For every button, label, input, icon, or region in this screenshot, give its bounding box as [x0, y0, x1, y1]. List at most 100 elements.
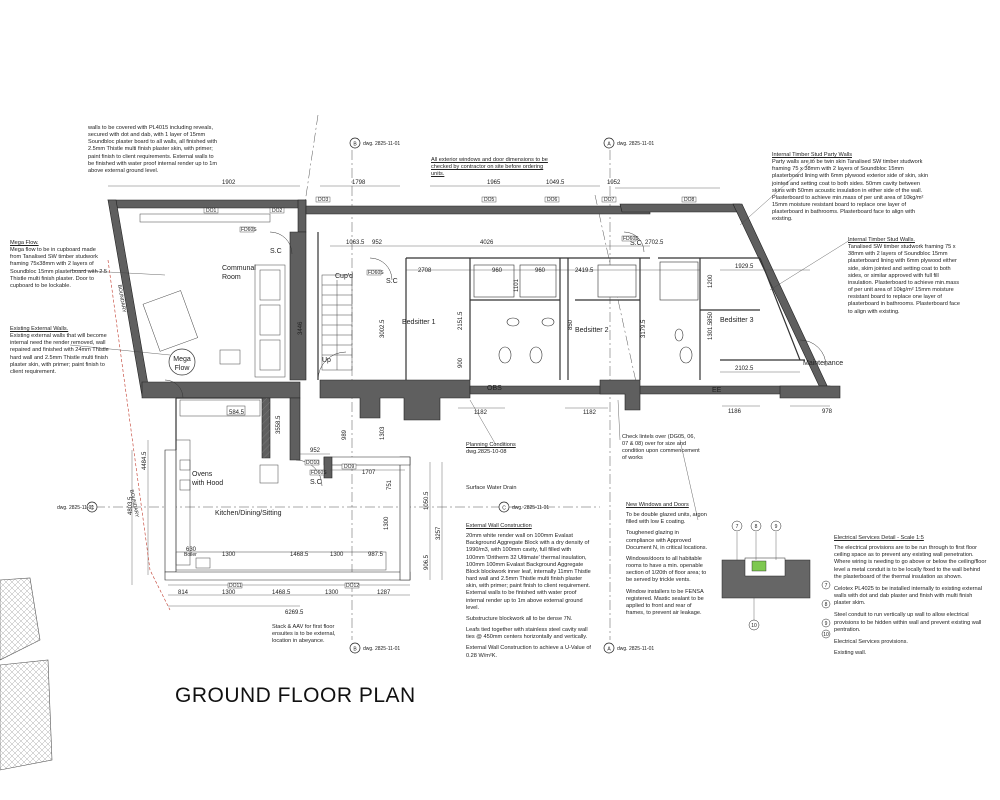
- door-tag-d09: DO9: [344, 464, 355, 470]
- label-cupboard: Cup'd: [335, 273, 353, 280]
- svg-text:1300: 1300: [384, 516, 390, 530]
- megaflow-tank: [168, 348, 196, 376]
- dimension-lines: [108, 185, 830, 607]
- svg-text:dwg. 2825-11-01: dwg. 2825-11-01: [363, 646, 400, 652]
- svg-text:1952: 1952: [607, 180, 621, 186]
- svg-text:9: 9: [825, 621, 828, 627]
- note-new-windows: New Windows and Doors To be double glaze…: [626, 502, 708, 617]
- svg-text:906.5: 906.5: [424, 554, 430, 570]
- note-party-walls-body: Party walls are to be twin skin Tanalise…: [772, 159, 929, 223]
- note-existing-external-heading: Existing External Walls.: [10, 326, 69, 332]
- svg-text:952: 952: [310, 448, 321, 454]
- door-tags: FD60S FD60S FD60S FD60S DO1 DO2 DO3 DO5 …: [203, 196, 697, 589]
- note-new-windows-3: Windows/doors to all habitable rooms to …: [626, 555, 707, 584]
- note-planning: Planning Conditions dwg.2825-10-08: [466, 442, 546, 456]
- door-tag-fd60s-4: FD60S: [311, 470, 327, 476]
- svg-text:1287: 1287: [377, 590, 391, 596]
- label-megaflow-2: Flow: [175, 365, 191, 372]
- note-windows-check: All exterior windows and door dimensions…: [431, 157, 548, 178]
- door-swings: [164, 231, 827, 487]
- electrical-detail: 7 8 9 10 7 8 9 10: [721, 520, 831, 639]
- note-external-wall-body-4: External Wall Construction to achieve a …: [466, 645, 591, 659]
- svg-text:8: 8: [825, 602, 828, 608]
- svg-text:630: 630: [186, 547, 197, 553]
- note-new-windows-4: Window installers to be FENSA registered…: [626, 588, 704, 617]
- svg-text:2151.5: 2151.5: [458, 311, 464, 330]
- room-label-ovens-1: Ovens: [192, 471, 213, 478]
- note-party-walls: Internal Timber Stud Party Walls Party w…: [772, 152, 932, 224]
- svg-text:814: 814: [178, 590, 189, 596]
- svg-text:7: 7: [825, 583, 828, 589]
- svg-text:2419.5: 2419.5: [575, 268, 594, 274]
- note-electrical-heading: Electrical Services Detail - Scale 1:5: [834, 535, 924, 541]
- svg-text:8: 8: [755, 524, 758, 530]
- kitchen-units: [175, 399, 387, 571]
- note-stud-walls: Internal Timber Stud Walls. Tanalised SW…: [848, 237, 960, 316]
- door-tag-d02: DO2: [272, 208, 283, 214]
- svg-text:1182: 1182: [474, 410, 488, 416]
- communal-furniture: [139, 213, 286, 378]
- hatched-zones: [0, 398, 270, 771]
- section-marker-a-bottom: A dwg. 2825-11-01: [603, 642, 654, 654]
- note-external-wall: External Wall Construction 20mm white re…: [466, 523, 591, 660]
- note-stack: Stack & AAV for first floor ensuites is …: [272, 624, 336, 645]
- svg-text:751: 751: [387, 479, 393, 490]
- svg-text:1049.5: 1049.5: [546, 180, 565, 186]
- note-megaflow: Mega Flow. Mega flow to be in cupboard m…: [10, 240, 108, 290]
- room-label-maintenance: Maintenance: [803, 360, 843, 367]
- door-tag-d06: DO6: [547, 197, 558, 203]
- page-title: GROUND FLOOR PLAN: [175, 684, 416, 707]
- svg-text:dwg. 2825-11-01: dwg. 2825-11-01: [363, 141, 400, 147]
- svg-text:3558.5: 3558.5: [276, 415, 282, 434]
- door-tag-d10: DO10: [306, 460, 319, 466]
- svg-text:3002.5: 3002.5: [380, 319, 386, 338]
- room-label-bedsitter-3: Bedsitter 3: [720, 317, 754, 324]
- svg-text:584.5: 584.5: [229, 410, 245, 416]
- svg-text:1101: 1101: [514, 278, 520, 292]
- section-marker-b-bottom: B dwg. 2825-11-01: [349, 642, 400, 654]
- note-electrical: Electrical Services Detail - Scale 1:5 T…: [834, 535, 989, 657]
- svg-text:4026: 4026: [480, 240, 494, 246]
- svg-text:4484.5: 4484.5: [142, 451, 148, 470]
- note-planning-ref: dwg.2825-10-08: [466, 449, 507, 456]
- door-tag-d01: DO1: [206, 208, 217, 214]
- note-megaflow-heading: Mega Flow.: [10, 240, 39, 246]
- label-up: Up: [322, 357, 331, 364]
- note-electrical-7: Celotex PL4025 to be installed internall…: [834, 585, 983, 607]
- svg-text:1186: 1186: [728, 409, 742, 415]
- svg-text:952: 952: [372, 240, 383, 246]
- svg-text:978: 978: [822, 409, 833, 415]
- external-walls: [107, 199, 841, 581]
- svg-text:dwg. 2825-11-01: dwg. 2825-11-01: [617, 141, 654, 147]
- note-party-walls-heading: Internal Timber Stud Party Walls: [772, 152, 852, 158]
- svg-text:10: 10: [823, 632, 829, 638]
- note-existing-external: Existing External Walls. Existing extern…: [10, 326, 110, 376]
- note-megaflow-body: Mega flow to be in cupboard made from Ta…: [10, 247, 108, 289]
- room-label-bedsitter-1: Bedsitter 1: [402, 319, 436, 326]
- svg-text:1300: 1300: [222, 590, 236, 596]
- section-marker-a-top: A dwg. 2825-11-01: [603, 137, 654, 149]
- label-boiler: Boiler: [184, 552, 197, 558]
- svg-text:1301.5: 1301.5: [708, 321, 714, 340]
- svg-text:A: A: [607, 647, 611, 653]
- svg-text:1468.5: 1468.5: [290, 552, 309, 558]
- svg-text:B: B: [353, 647, 357, 653]
- note-external-wall-body-2: Substructure blockwork all to be dense 7…: [466, 615, 573, 622]
- label-boundary: BOUNDARY: [128, 489, 140, 519]
- note-electrical-10: Existing wall.: [834, 650, 867, 657]
- svg-text:1200: 1200: [708, 274, 714, 288]
- note-top-left: walls to be covered with PL4015 includin…: [88, 125, 218, 174]
- svg-text:7: 7: [736, 524, 739, 530]
- svg-text:1468.5: 1468.5: [272, 590, 291, 596]
- svg-text:960: 960: [535, 268, 546, 274]
- room-label-ovens-2: with Hood: [191, 480, 223, 487]
- svg-text:6269.5: 6269.5: [285, 610, 304, 616]
- svg-text:3257: 3257: [436, 526, 442, 540]
- note-lintels: Check lintels over (DG05, 06, 07 & 08) o…: [622, 434, 700, 462]
- note-new-windows-heading: New Windows and Doors: [626, 502, 689, 508]
- sanitary-fittings: [473, 261, 699, 364]
- note-electrical-body: The electrical provisions are to be run …: [834, 545, 987, 580]
- svg-text:2102.5: 2102.5: [735, 366, 754, 372]
- door-tag-d07: DO7: [604, 197, 615, 203]
